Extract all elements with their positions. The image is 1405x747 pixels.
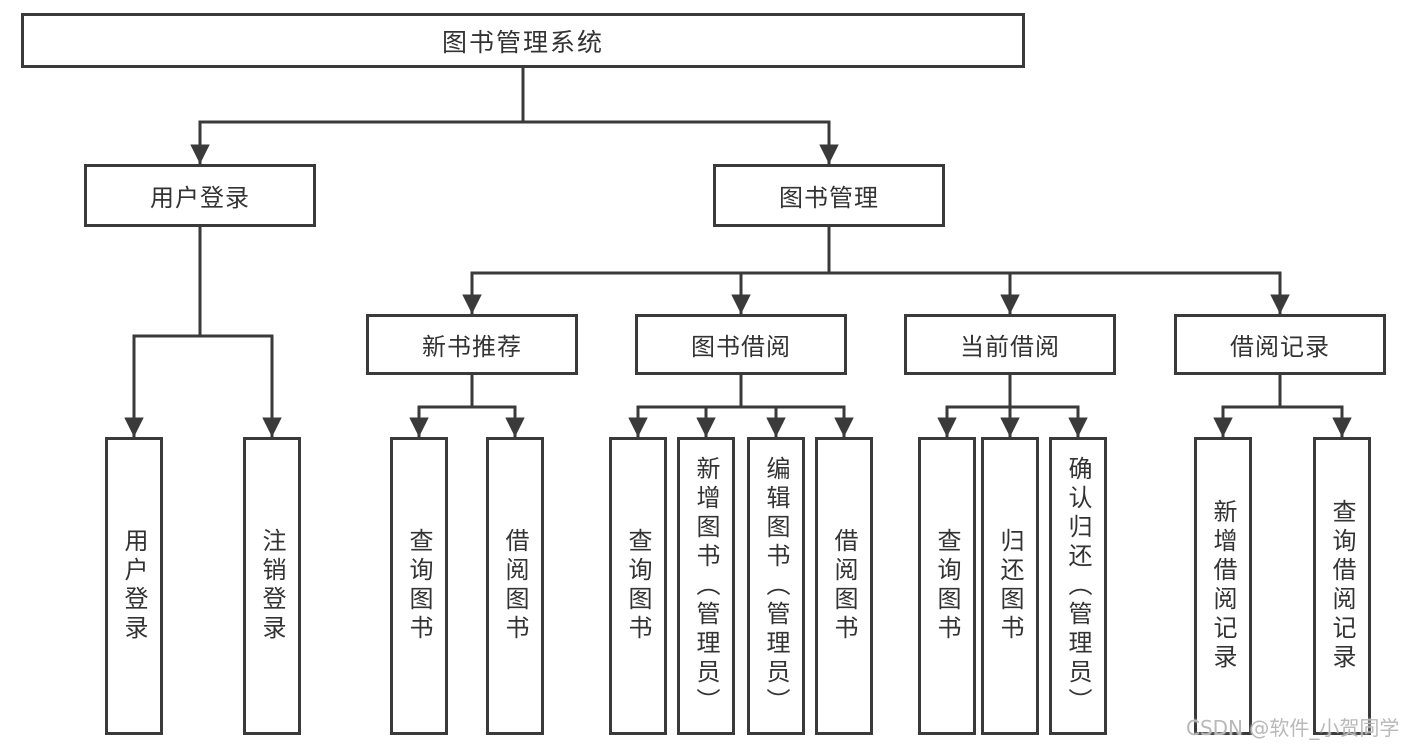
leaf-add-books-admin: 新增图书（管理员） [677, 437, 735, 735]
leaf-logout: 注销登录 [243, 437, 301, 735]
leaf-query-borrow-record: 查询借阅记录 [1313, 437, 1371, 735]
leaf-label: 用户登录 [120, 528, 148, 644]
leaf-query-books-recommend: 查询图书 [390, 437, 448, 735]
csdn-watermark: CSDN @软件_小贺同学 [1186, 716, 1400, 740]
leaf-label: 确认归还（管理员） [1064, 455, 1092, 717]
leaf-label: 新增借阅记录 [1209, 499, 1237, 673]
leaf-query-books-borrowing: 查询图书 [609, 437, 667, 735]
leaf-add-borrow-record: 新增借阅记录 [1194, 437, 1252, 735]
leaf-label: 查询图书 [933, 528, 961, 644]
leaf-label: 注销登录 [258, 528, 286, 644]
leaf-label: 查询图书 [405, 528, 433, 644]
leaf-label: 查询图书 [624, 528, 652, 644]
leaf-edit-books-admin: 编辑图书（管理员） [747, 437, 805, 735]
node-user-login-branch: 用户登录 [84, 164, 316, 227]
leaf-borrow-books-borrowing: 借阅图书 [815, 437, 873, 735]
leaf-label: 查询借阅记录 [1328, 499, 1356, 673]
leaf-label: 编辑图书（管理员） [762, 455, 790, 717]
node-borrowing-records: 借阅记录 [1174, 314, 1386, 375]
leaf-label: 新增图书（管理员） [692, 455, 720, 717]
node-book-borrowing: 图书借阅 [635, 314, 847, 375]
leaf-borrow-books-recommend: 借阅图书 [486, 437, 544, 735]
leaf-user-login: 用户登录 [105, 437, 163, 735]
leaf-confirm-return-admin: 确认归还（管理员） [1049, 437, 1107, 735]
leaf-query-books-current: 查询图书 [918, 437, 976, 735]
node-system-root: 图书管理系统 [21, 13, 1025, 68]
leaf-label: 归还图书 [996, 528, 1024, 644]
node-new-book-recommend: 新书推荐 [366, 314, 578, 375]
leaf-label: 借阅图书 [830, 528, 858, 644]
node-book-mgmt-branch: 图书管理 [713, 164, 945, 227]
leaf-return-books: 归还图书 [981, 437, 1039, 735]
node-current-borrowing: 当前借阅 [904, 314, 1116, 375]
leaf-label: 借阅图书 [501, 528, 529, 644]
